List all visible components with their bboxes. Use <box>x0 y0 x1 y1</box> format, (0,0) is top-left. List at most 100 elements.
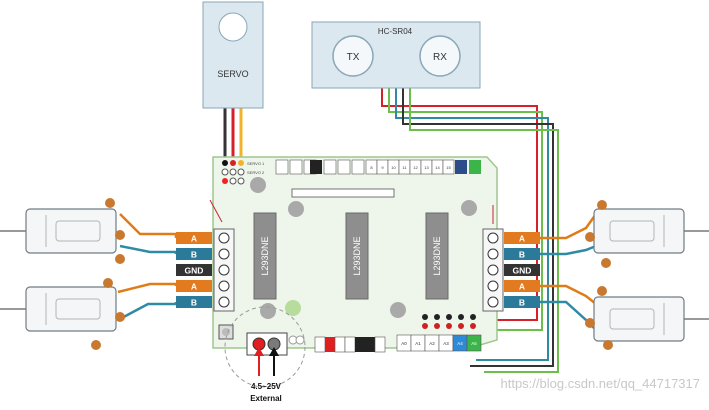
rx-transducer <box>419 35 461 77</box>
pin-dot <box>446 323 452 329</box>
mounting-hole <box>390 302 406 318</box>
pin-dot <box>470 314 476 320</box>
pin-dot <box>458 314 464 320</box>
bottom-header <box>314 336 386 353</box>
terminal-tag-label: GND <box>185 266 204 276</box>
header-slot-long <box>291 188 395 198</box>
servo-pin <box>221 168 229 176</box>
servo-2-label: SERVO 2 <box>247 170 265 175</box>
mounting-hole <box>260 303 276 319</box>
terminal-tag-right <box>504 248 540 260</box>
analog-pin-label: A2 <box>429 341 435 346</box>
wire-left-a1 <box>119 213 178 238</box>
motor-driver-chips: L293DNE L293DNE L293DNE <box>253 212 449 300</box>
motor-body <box>25 286 117 332</box>
terminal-screw <box>218 232 230 244</box>
sensor-wire-green <box>388 88 543 331</box>
motor-terminal <box>585 318 595 328</box>
right-terminal-block <box>482 228 504 312</box>
header-slot <box>314 336 326 353</box>
l293d-chip <box>345 212 369 300</box>
servo-1-label: SERVO 1 <box>247 161 265 166</box>
terminal-tag-left <box>176 248 212 260</box>
power-arrow-head <box>269 347 279 356</box>
terminal-tag-left <box>176 232 212 244</box>
sensor-wires <box>381 88 559 373</box>
motor-terminal <box>115 254 125 264</box>
header-number: 11 <box>402 165 407 170</box>
header-slot-green <box>469 160 481 174</box>
motor-terminal <box>103 278 113 288</box>
terminal-tag-label: A <box>191 234 197 244</box>
terminal-tag-right <box>504 280 540 292</box>
led-indicator <box>222 178 228 184</box>
header-number: 14 <box>435 165 440 170</box>
reset-button-cap <box>222 328 230 336</box>
terminal-tag-label: B <box>191 250 197 260</box>
terminal-tag-left <box>176 280 212 292</box>
header-slot-red <box>325 337 335 352</box>
motor-terminal <box>601 258 611 268</box>
wire-left-a2 <box>117 282 178 294</box>
hc-sr04-module: HC-SR04 TX RX <box>311 21 481 89</box>
header-slot <box>323 159 337 175</box>
sensor-wire-red <box>381 88 538 321</box>
power-annotation: 4.5~25V External <box>250 347 282 403</box>
l293d-chip <box>425 212 449 300</box>
motor-terminal <box>597 286 607 296</box>
wire-right-a1 <box>540 213 598 240</box>
motor-left-bottom <box>0 278 125 350</box>
header-slot <box>275 159 289 175</box>
pin-dot <box>422 314 428 320</box>
motor-terminal <box>597 200 607 210</box>
wire-right-a2 <box>540 284 597 305</box>
l293d-chip <box>253 212 277 300</box>
pin-dot <box>470 323 476 329</box>
motor-terminal <box>115 230 125 240</box>
analog-pin-label: A1 <box>415 341 421 346</box>
header-slot <box>351 159 365 175</box>
power-jumper <box>295 335 305 345</box>
servo-module: SERVO <box>202 1 264 109</box>
header-slot <box>337 159 351 175</box>
pointer-arrow <box>209 199 223 223</box>
header-slot-blue <box>455 160 467 174</box>
terminal-screw <box>218 248 230 260</box>
header-slot-black <box>355 337 365 352</box>
header-number: 15 <box>446 165 451 170</box>
terminal-screw <box>218 264 230 276</box>
motor-terminal <box>105 198 115 208</box>
header-number: 12 <box>413 165 418 170</box>
mounting-hole <box>288 201 304 217</box>
servo-label: SERVO <box>217 69 248 79</box>
terminal-screw <box>487 248 499 260</box>
header-slot-black <box>365 337 375 352</box>
pin-dot <box>422 323 428 329</box>
terminal-tag-label: GND <box>513 266 532 276</box>
terminal-screw <box>487 264 499 276</box>
tx-transducer <box>332 35 374 77</box>
pin-dot <box>446 314 452 320</box>
servo-pin <box>222 160 228 166</box>
analog-pin-label: A4 <box>457 341 463 346</box>
motor-line <box>609 308 655 330</box>
servo-pin <box>230 160 236 166</box>
pin-dot <box>434 314 440 320</box>
sensor-pin-dots <box>422 314 476 329</box>
wire-right-b1 <box>540 244 597 256</box>
terminal-tag-right <box>504 296 540 308</box>
header-number: 8 <box>370 165 373 170</box>
left-motor-wires <box>117 213 178 322</box>
header-number: 13 <box>424 165 429 170</box>
mounting-hole <box>250 177 266 193</box>
power-voltage: 4.5~25V <box>251 382 282 391</box>
chip-label: L293DNE <box>352 236 362 275</box>
hc-sr04-label: HC-SR04 <box>378 27 413 36</box>
digital-header <box>275 159 481 175</box>
terminal-tag-label: B <box>519 250 525 260</box>
